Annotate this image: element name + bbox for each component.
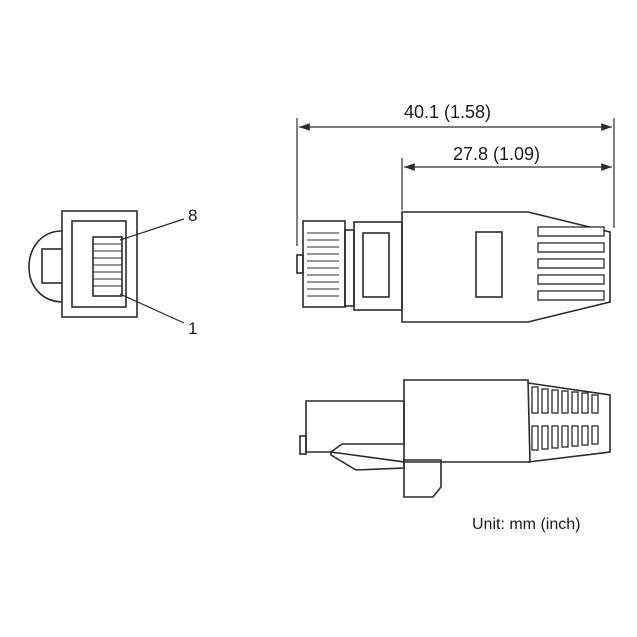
boot-body [401, 211, 611, 323]
plug-contacts [307, 232, 339, 297]
plug-collar [344, 229, 355, 307]
dim-boot-label: 27.8 (1.09) [453, 144, 540, 164]
dim-overall-label: 40.1 (1.58) [404, 102, 491, 122]
side-latch-guard [403, 459, 442, 498]
side-tip-tab [299, 435, 307, 455]
side-boot-tail [527, 382, 611, 463]
contact-pins [93, 243, 122, 287]
front-outer-frame [61, 210, 138, 318]
side-ribs-top [531, 386, 599, 414]
side-view [299, 379, 611, 498]
boot-front-window [362, 232, 390, 298]
side-ribs-bottom [531, 425, 599, 451]
front-view [28, 210, 185, 324]
leader-pin-8 [119, 218, 185, 241]
latch-inner [41, 248, 65, 284]
plug-tip-tab [296, 254, 304, 274]
pin-8-label: 8 [188, 206, 197, 225]
pin-1-label: 1 [188, 319, 197, 338]
side-boot-body [403, 379, 531, 463]
unit-label: Unit: mm (inch) [472, 516, 580, 533]
top-view [296, 211, 611, 323]
latch-tab [28, 230, 63, 303]
side-plug-body [305, 400, 405, 453]
side-latch [330, 451, 405, 471]
contact-block [92, 236, 123, 297]
leader-pin-1 [119, 293, 185, 324]
plug-body [302, 220, 346, 308]
dimension-lines [296, 118, 615, 246]
boot-window [475, 231, 503, 298]
front-inner-frame [71, 220, 127, 308]
boot-ribs [537, 226, 605, 301]
